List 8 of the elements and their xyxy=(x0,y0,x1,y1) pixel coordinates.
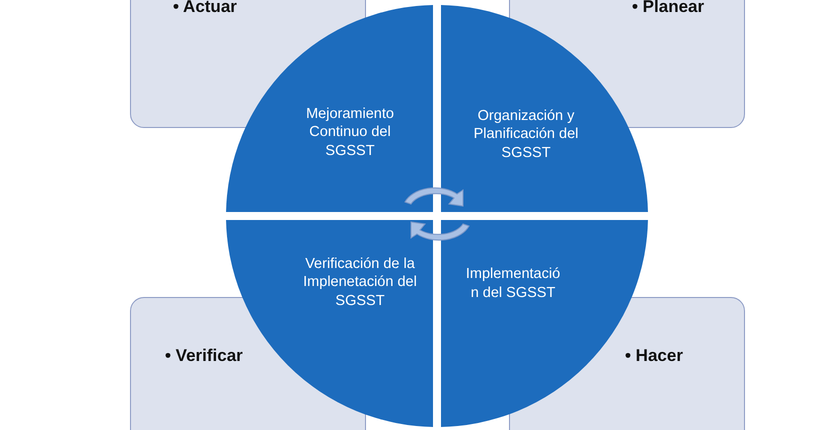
quadrant-label: Mejoramiento Continuo del SGSST xyxy=(305,104,395,162)
phase-label: • Actuar xyxy=(173,0,237,17)
quadrant-label: Verificación de la Implenetación del SGSST xyxy=(302,254,418,312)
quadrant-label: Organización y Planificación del SGSST xyxy=(472,106,580,164)
phase-label: • Verificar xyxy=(165,346,243,366)
phase-label: • Planear xyxy=(632,0,704,17)
phase-label: • Hacer xyxy=(625,346,683,366)
quadrant-label: Implementació n del SGSST xyxy=(464,265,562,303)
